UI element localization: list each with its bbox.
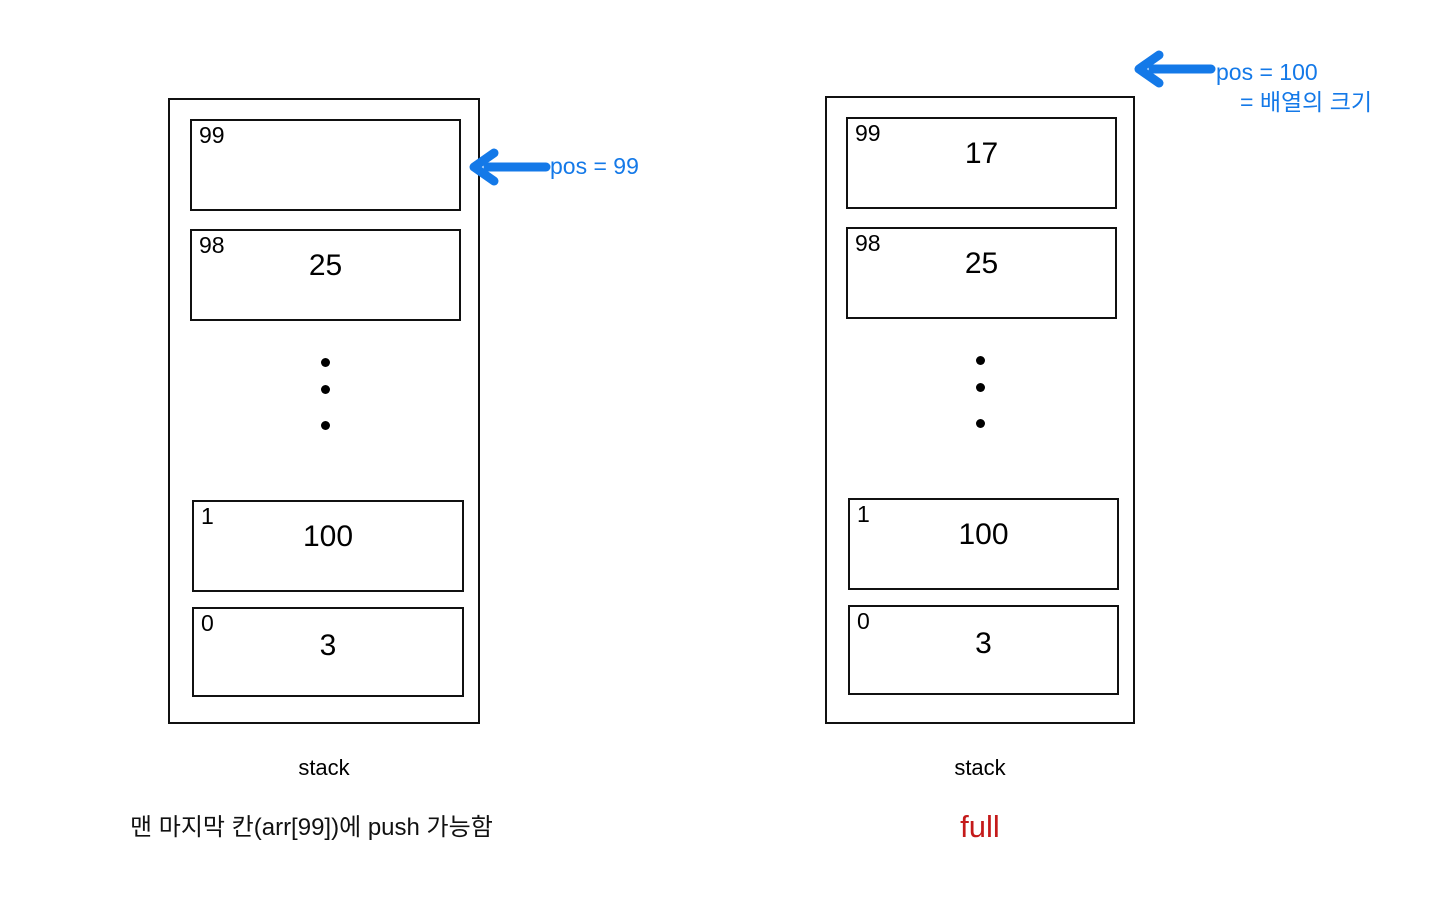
stack-cell-0-left: 0 3 — [192, 607, 464, 697]
ellipsis-dot — [975, 383, 985, 392]
cell-index-label: 99 — [199, 122, 225, 148]
vertical-ellipsis-icon — [315, 358, 335, 430]
cell-index-label: 98 — [855, 230, 881, 256]
stack-frame-left: 99 98 25 1 100 0 3 — [168, 98, 480, 724]
pos-label-right: pos = 100 — [1216, 59, 1318, 85]
stack-figure-right: 99 17 98 25 1 100 0 3 — [825, 96, 1135, 724]
pos-annotation-right — [1133, 50, 1216, 88]
stack-caption-right: stack — [954, 755, 1006, 780]
pos-annotation-left — [468, 148, 551, 186]
cell-index-label: 0 — [201, 610, 214, 636]
vertical-ellipsis-icon — [970, 356, 990, 428]
cell-value-label: 25 — [308, 249, 343, 282]
ellipsis-dot — [320, 385, 330, 394]
cell-value-label: 100 — [958, 518, 1009, 551]
stack-caption-left: stack — [298, 755, 350, 780]
stack-cell-99-left: 99 — [190, 119, 461, 211]
pos-label-left: pos = 99 — [550, 153, 639, 179]
cell-index-label: 1 — [201, 503, 214, 529]
ellipsis-dot — [320, 358, 330, 367]
pos-label-right-sub: = 배열의 크기 — [1240, 89, 1373, 115]
stack-cell-98-left: 98 25 — [190, 229, 461, 321]
arrow-left-icon — [469, 148, 551, 186]
ellipsis-dot — [320, 421, 330, 430]
ellipsis-dot — [975, 419, 985, 428]
stack-cell-99-right: 99 17 — [846, 117, 1117, 209]
stack-cell-1-left: 1 100 — [192, 500, 464, 592]
note-right: full — [960, 809, 1000, 844]
stack-frame-right: 99 17 98 25 1 100 0 3 — [825, 96, 1135, 724]
stack-cell-0-right: 0 3 — [848, 605, 1119, 695]
cell-index-label: 0 — [857, 608, 870, 634]
stack-cell-98-right: 98 25 — [846, 227, 1117, 319]
cell-value-label: 100 — [302, 520, 354, 553]
cell-value-label: 3 — [975, 627, 992, 660]
cell-index-label: 99 — [855, 120, 881, 146]
ellipsis-dot — [975, 356, 985, 365]
cell-value-label: 25 — [964, 247, 999, 280]
note-left: 맨 마지막 칸(arr[99])에 push 가능함 — [130, 814, 493, 841]
cell-value-label: 17 — [964, 137, 999, 170]
cell-index-label: 1 — [857, 501, 870, 527]
stack-figure-left: 99 98 25 1 100 0 3 — [168, 98, 480, 724]
cell-index-label: 98 — [199, 232, 225, 258]
arrow-left-icon — [1134, 50, 1216, 88]
stack-cell-1-right: 1 100 — [848, 498, 1119, 590]
cell-value-label: 3 — [319, 629, 337, 662]
